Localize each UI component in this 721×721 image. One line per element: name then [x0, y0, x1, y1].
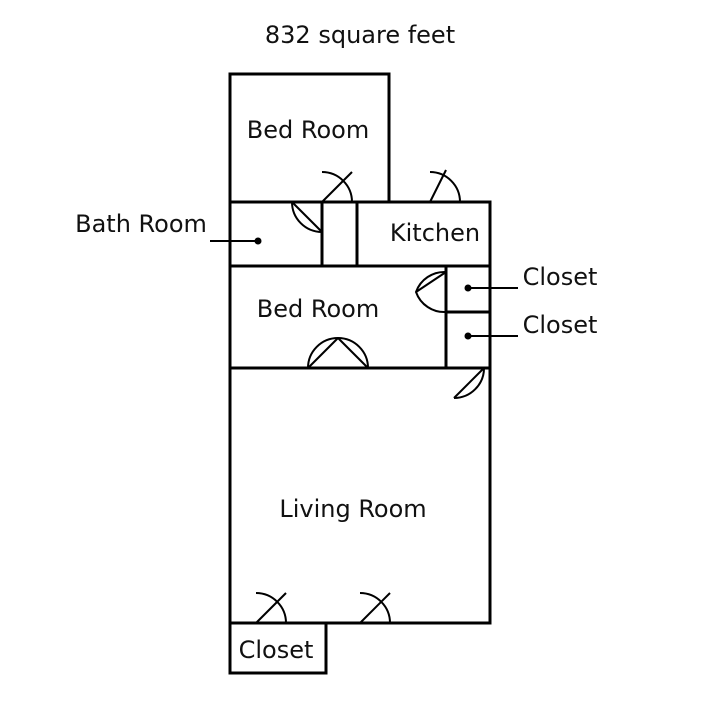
area-title: 832 square feet	[265, 21, 455, 49]
label-closet-bottom: Closet	[239, 636, 314, 664]
label-closet-1: Closet	[523, 263, 598, 291]
label-bath-room: Bath Room	[75, 210, 207, 238]
walls	[228, 72, 492, 675]
closet-bottom-wall	[228, 621, 328, 675]
label-closet-2: Closet	[523, 311, 598, 339]
label-bedroom-top: Bed Room	[247, 116, 369, 144]
leaders	[210, 237, 518, 340]
closet-2-wall	[444, 310, 492, 370]
label-living-room: Living Room	[279, 495, 426, 523]
bath-wall	[228, 200, 324, 268]
doors	[255, 169, 485, 624]
label-kitchen: Kitchen	[390, 219, 480, 247]
label-bedroom-mid: Bed Room	[257, 295, 379, 323]
